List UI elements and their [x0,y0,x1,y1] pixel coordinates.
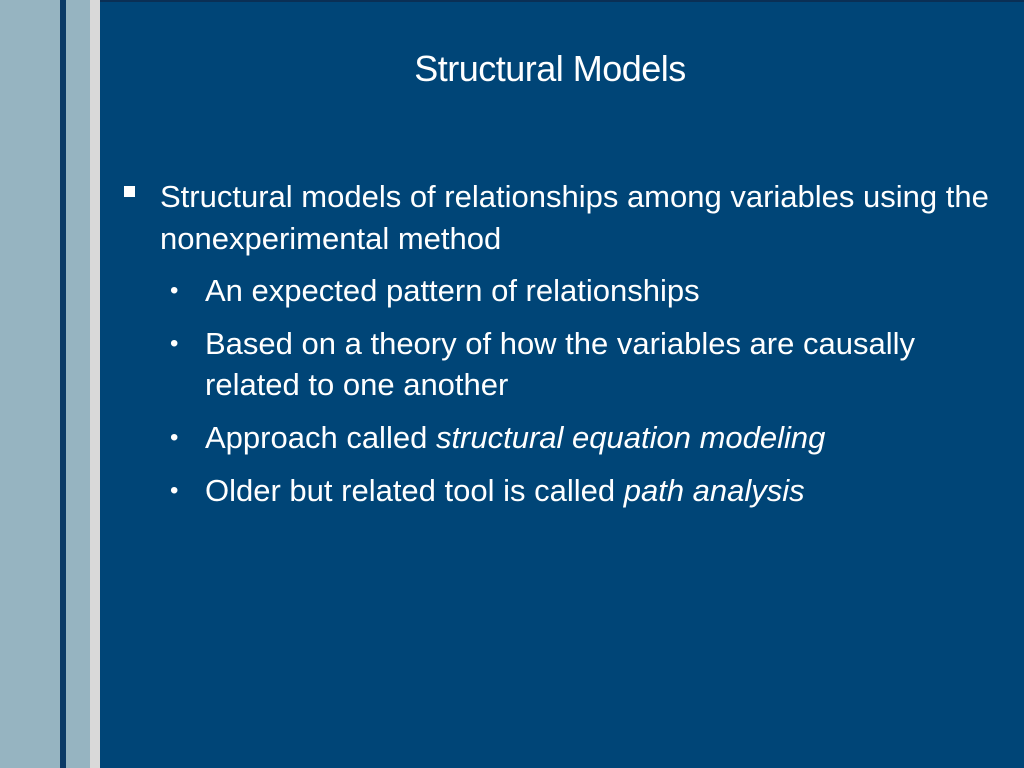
sub-bullet-item: • An expected pattern of relationships [120,270,1000,311]
sub-bullet-text: Older but related tool is called [205,473,624,508]
sub-bullet-text: Approach called [205,420,436,455]
slide-body: Structural models of relationships among… [120,176,1000,523]
sub-bullet-italic: path analysis [623,473,805,508]
square-bullet-icon [124,186,135,197]
sub-bullet-item: • Older but related tool is called path … [120,470,1000,511]
sub-bullet-text: An expected pattern of relationships [205,273,700,308]
top-border [100,0,1024,2]
sub-bullet-italic: structural equation modeling [435,420,826,455]
sub-bullet-item: • Based on a theory of how the variables… [120,323,1000,405]
sub-bullet-text: Based on a theory of how the variables a… [205,326,915,402]
bullet-text: Structural models of relationships among… [160,179,989,256]
dot-bullet-icon: • [170,424,179,451]
left-stripe [0,0,60,768]
sub-bullet-item: • Approach called structural equation mo… [120,417,1000,458]
dot-bullet-icon: • [170,277,179,304]
dark-stripe [60,0,66,768]
stripe-gap [66,0,90,768]
light-stripe [90,0,100,768]
slide-title: Structural Models [414,48,686,89]
bullet-item: Structural models of relationships among… [120,176,1000,260]
dot-bullet-icon: • [170,477,179,504]
dot-bullet-icon: • [170,330,179,357]
